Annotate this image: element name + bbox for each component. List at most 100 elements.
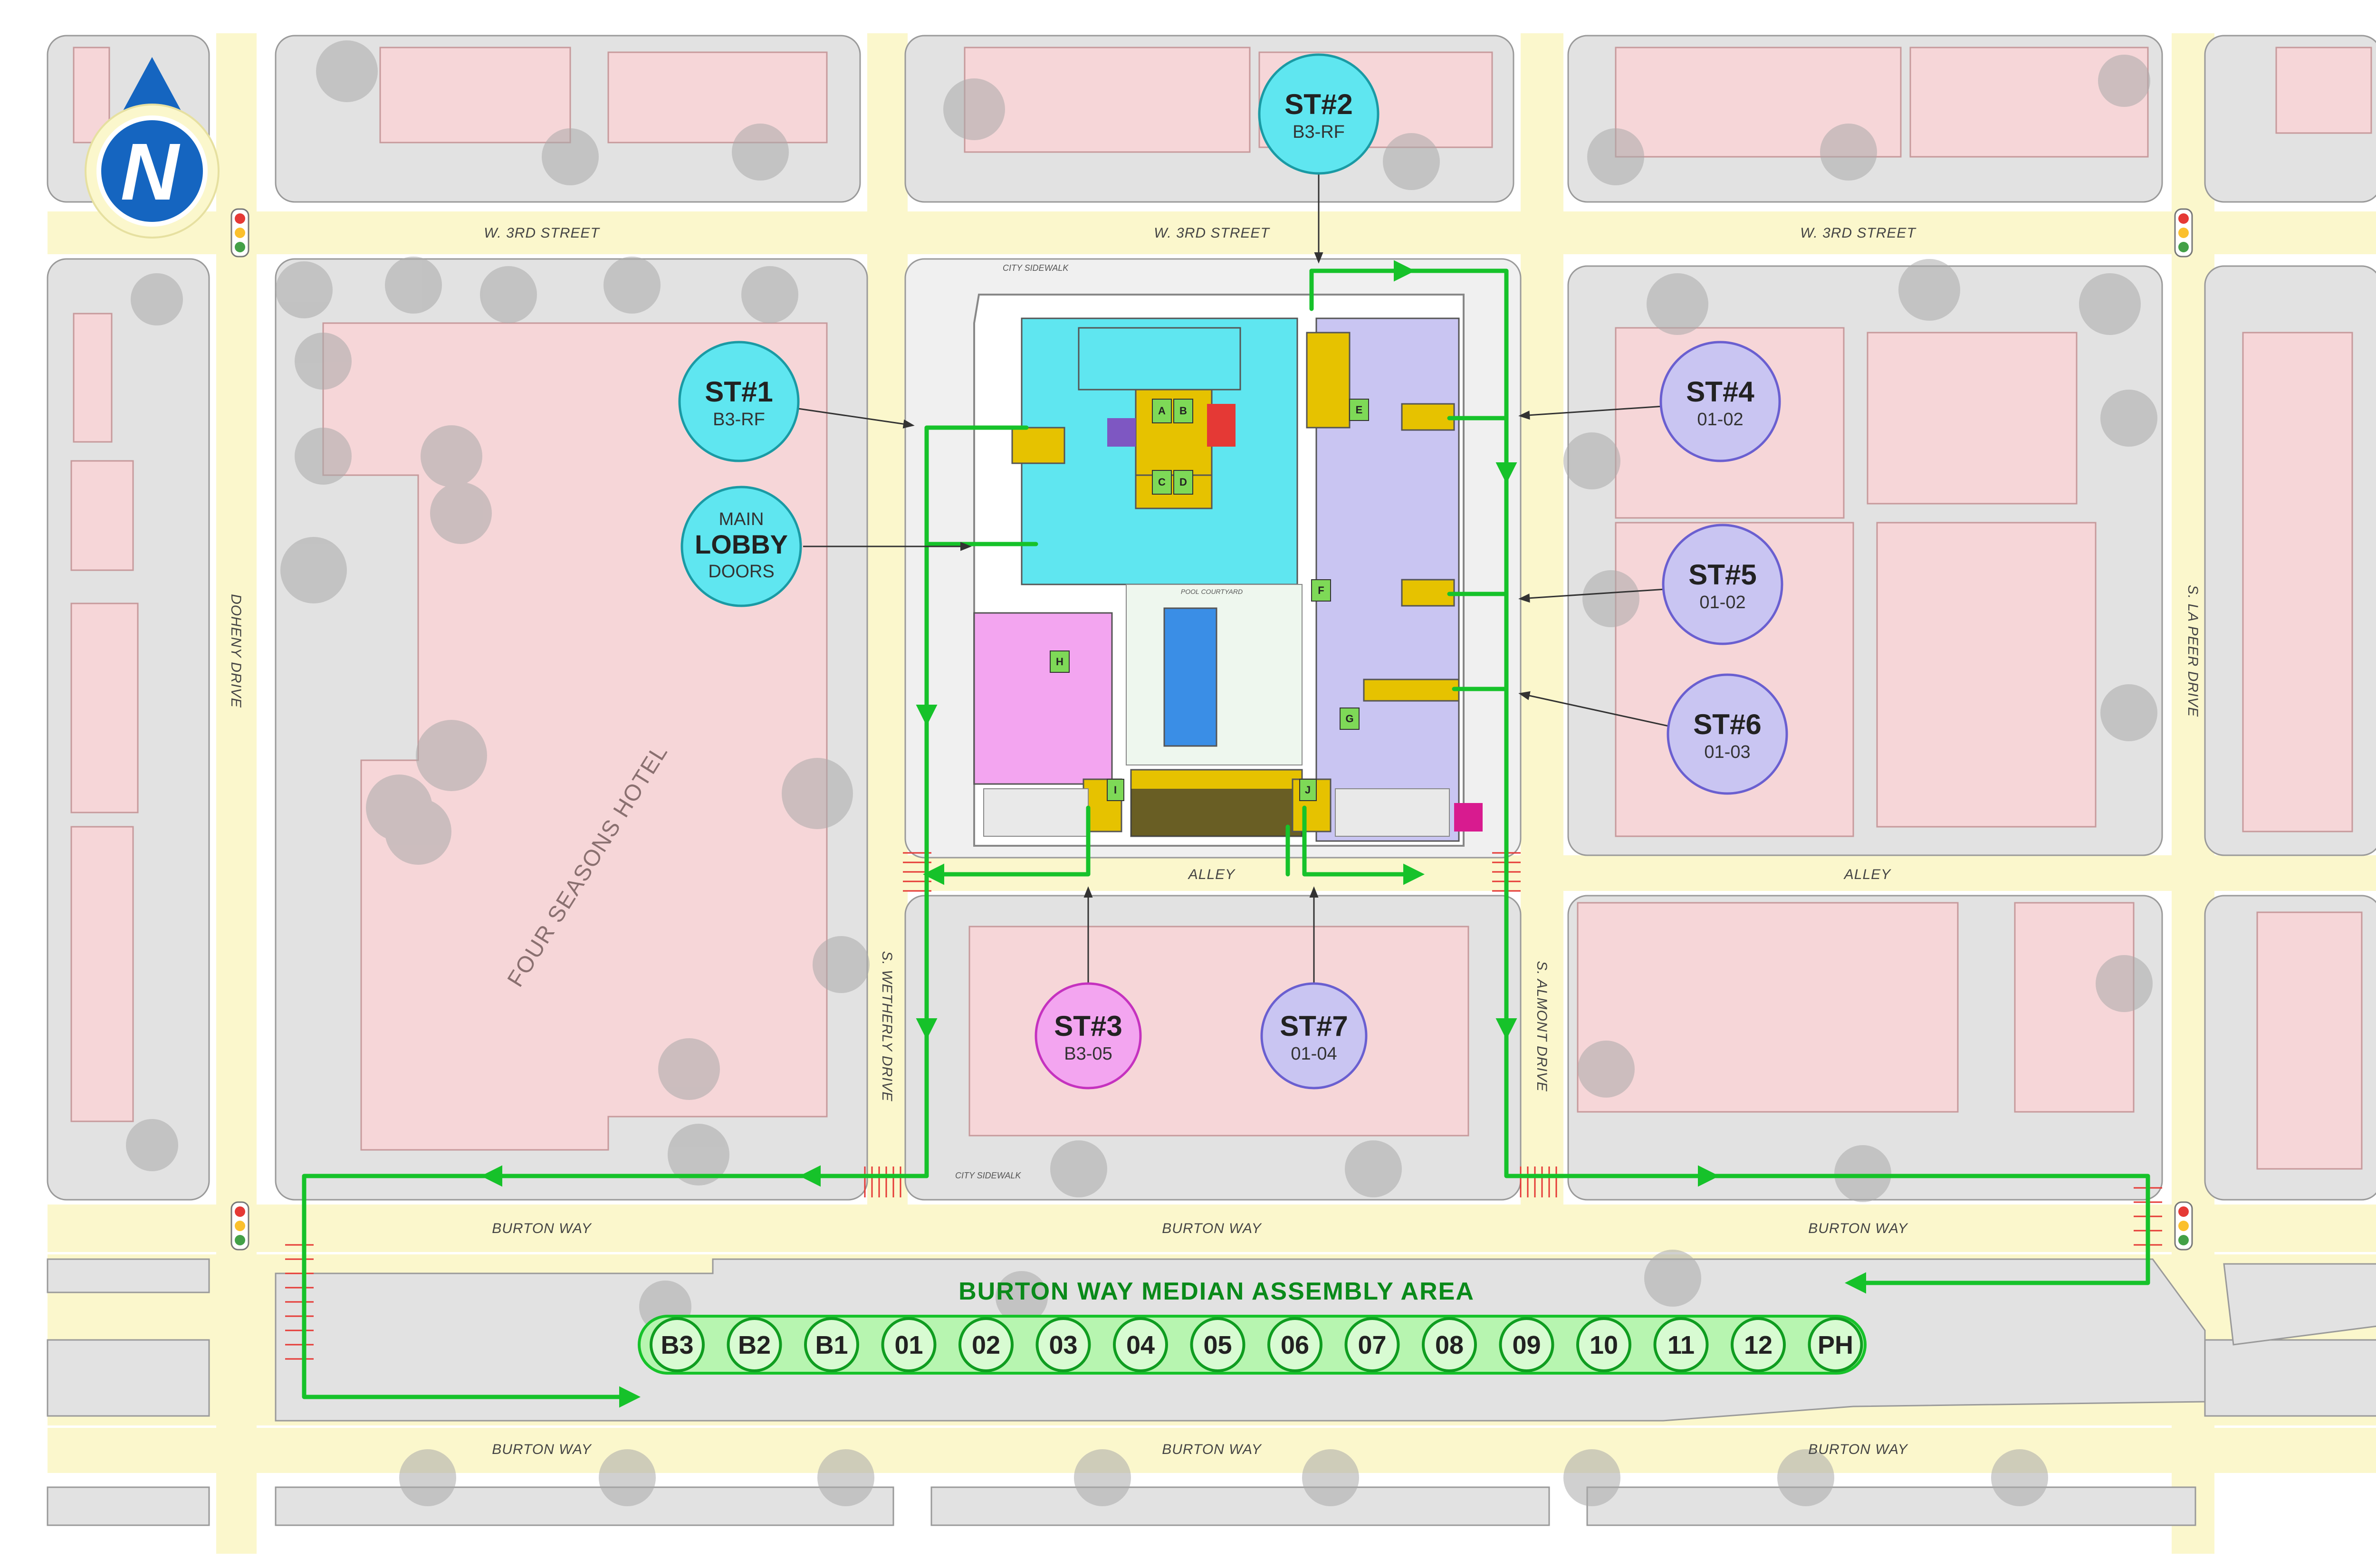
tree xyxy=(943,78,1005,140)
assembly-floor-label: B3 xyxy=(661,1331,693,1359)
tree xyxy=(1383,133,1440,190)
tree xyxy=(599,1449,656,1506)
stair-badge-st2-id: ST#2 xyxy=(1284,88,1352,120)
city-sidewalk-label-south: CITY SIDEWALK xyxy=(955,1171,1021,1180)
assembly-floor-b3: B3 xyxy=(650,1317,705,1372)
assembly-floor-label: 06 xyxy=(1281,1331,1309,1359)
tree xyxy=(542,128,599,185)
assembly-floor-label: 10 xyxy=(1590,1331,1618,1359)
assembly-floor-circle xyxy=(650,1317,705,1372)
crosswalk xyxy=(285,1244,314,1360)
assembly-floor-circle xyxy=(1576,1317,1631,1372)
leader-lines xyxy=(798,169,1673,988)
north-arrow-icon: N xyxy=(85,57,220,239)
tree xyxy=(421,425,482,487)
crosswalk xyxy=(864,1166,901,1197)
assembly-floor-circle xyxy=(1731,1317,1786,1372)
lobby-annex xyxy=(1078,327,1241,391)
tree xyxy=(316,40,378,102)
block xyxy=(1586,1486,2196,1526)
parking-south-east xyxy=(1335,788,1450,837)
tree xyxy=(1302,1449,1359,1506)
tree xyxy=(1345,1140,1402,1197)
crosswalk xyxy=(1520,1166,1557,1197)
tree xyxy=(1991,1449,2048,1506)
tree xyxy=(1563,432,1620,489)
stair-badge-st4: ST#4 01-02 xyxy=(1659,341,1781,462)
building xyxy=(70,826,134,1122)
tree xyxy=(1647,273,1708,335)
traffic-lights xyxy=(230,208,2193,1251)
stair-badge-st2-floors: B3-RF xyxy=(1293,122,1345,142)
building xyxy=(73,313,113,443)
assembly-floor-03: 03 xyxy=(1035,1317,1091,1372)
assembly-floor-label: 03 xyxy=(1049,1331,1077,1359)
stair-letter-g: G xyxy=(1345,713,1353,725)
tree xyxy=(126,1119,178,1171)
parking-south xyxy=(983,788,1089,837)
assembly-floor-circle xyxy=(1808,1317,1863,1372)
assembly-floor-circle xyxy=(1653,1317,1709,1372)
stair-badge-st1-floors: B3-RF xyxy=(713,410,765,430)
crosswalk xyxy=(903,852,931,892)
block xyxy=(47,1258,210,1293)
north-arrow-pointer xyxy=(121,57,183,114)
stair-st5 xyxy=(1401,579,1455,607)
tree xyxy=(416,720,487,791)
stair-badge-st3: ST#3 B3-05 xyxy=(1035,982,1142,1090)
assembly-floor-circle xyxy=(1190,1317,1245,1372)
assembly-floor-label: 02 xyxy=(972,1331,1000,1359)
route-st2-east xyxy=(1309,268,1719,1187)
stair-letter-h: H xyxy=(1056,656,1063,668)
leader-st4 xyxy=(1518,405,1664,420)
building xyxy=(2242,332,2353,832)
assembly-floor-label: 11 xyxy=(1667,1331,1695,1359)
median-island-east xyxy=(2223,1263,2376,1346)
assembly-floor-label: 08 xyxy=(1435,1331,1464,1359)
stair-letter-e: E xyxy=(1356,404,1363,416)
assembly-floor-label: B2 xyxy=(738,1331,771,1359)
stair-badge-st2: ST#2 B3-RF xyxy=(1258,53,1380,175)
assembly-floor-b2: B2 xyxy=(727,1317,782,1372)
tree xyxy=(399,1449,456,1506)
assembly-floor-08: 08 xyxy=(1422,1317,1477,1372)
stair-letter-a: A xyxy=(1158,405,1166,417)
tree xyxy=(1563,1449,1620,1506)
tree xyxy=(480,266,537,323)
route-east-lapeer xyxy=(1708,1174,2150,1294)
tree xyxy=(1644,1250,1701,1307)
tree xyxy=(1074,1449,1131,1506)
assembly-floor-label: 09 xyxy=(1512,1331,1541,1359)
burton-way-label-se: BURTON WAY xyxy=(1808,1442,1908,1457)
stair-badge-st6-id: ST#6 xyxy=(1693,708,1761,740)
tree xyxy=(817,1449,874,1506)
lapeer-drive-label: S. LA PEER DRIVE xyxy=(2185,585,2201,717)
assembly-floor-07: 07 xyxy=(1344,1317,1400,1372)
assembly-floor-ph: PH xyxy=(1808,1317,1863,1372)
block xyxy=(2204,1339,2376,1417)
stair-badge-st7-floors: 01-04 xyxy=(1291,1044,1337,1064)
alley-road xyxy=(903,855,2376,891)
tree xyxy=(741,266,798,323)
assembly-floor-b1: B1 xyxy=(804,1317,859,1372)
tree xyxy=(996,1271,1048,1323)
tree xyxy=(366,774,432,841)
stair-letter-j: J xyxy=(1305,784,1311,796)
assembly-floor-label: 07 xyxy=(1358,1331,1386,1359)
tree xyxy=(2100,390,2157,447)
almont-drive-label: S. ALMONT DRIVE xyxy=(1534,961,1550,1092)
stair-badges: ST#1 B3-RF MAIN LOBBY DOORS ST#2 B3-RF S… xyxy=(678,53,1788,1090)
wetherly-drive-label: S. WETHERLY DRIVE xyxy=(879,951,895,1101)
pool xyxy=(1163,607,1217,747)
stair-badge-st1-id: ST#1 xyxy=(705,376,773,408)
assembly-floor-circle xyxy=(881,1317,937,1372)
stair-badge-st1: ST#1 B3-RF xyxy=(678,341,800,462)
stair-badge-st6-floors: 01-03 xyxy=(1704,742,1750,762)
block xyxy=(275,1486,894,1526)
stair-badge-st4-id: ST#4 xyxy=(1686,376,1754,408)
red-room xyxy=(1207,404,1236,447)
tree xyxy=(385,257,442,314)
